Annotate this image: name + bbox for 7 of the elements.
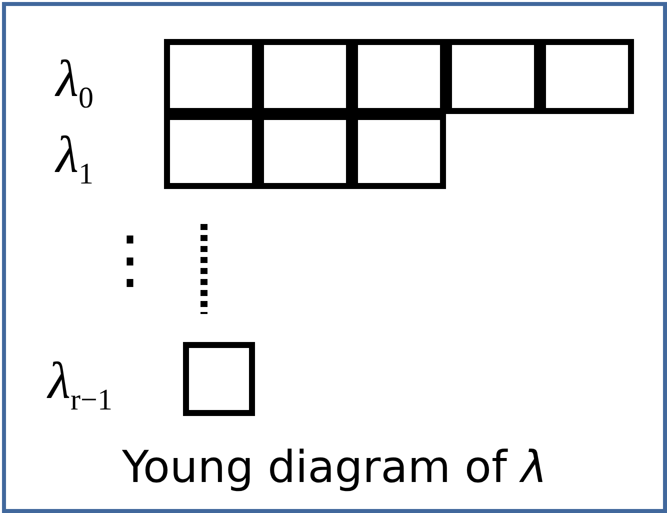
diagram-cell xyxy=(183,342,255,416)
row-label: λ$_{0}$ xyxy=(56,54,94,114)
ellipsis: ⋮ xyxy=(98,228,162,292)
caption: Young diagram of λ xyxy=(120,446,548,490)
row-label: λ$_{1}$ xyxy=(56,130,94,190)
row-label: λ$_{r−1}$ xyxy=(48,356,112,416)
diagram-cell xyxy=(540,39,634,114)
